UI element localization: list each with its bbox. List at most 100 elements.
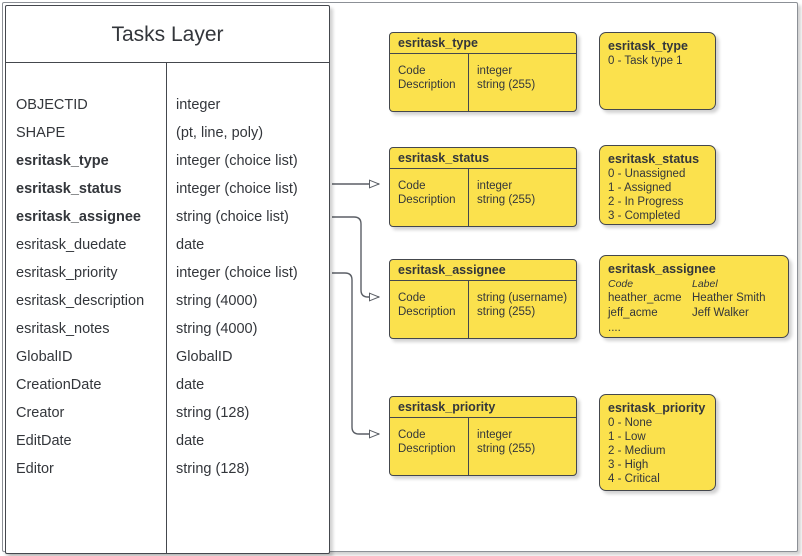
field-type: date: [176, 237, 205, 253]
column-divider: [468, 54, 469, 111]
field-type: integer: [176, 97, 221, 113]
table-row: GlobalID GlobalID: [6, 343, 329, 371]
field-name: OBJECTID: [16, 97, 88, 113]
domain-table-type-column: integer string (255): [468, 54, 535, 111]
field-name: esritask_description: [16, 293, 145, 309]
label-cell: Heather Smith: [692, 292, 766, 304]
code-cell: jeff_acme: [608, 307, 658, 319]
row-label: Code: [398, 65, 426, 77]
domain-values-esritask-type: esritask_type 0 - Task type 1: [599, 32, 716, 110]
field-name: esritask_notes: [16, 321, 110, 337]
domain-table-body: Code Description integer string (255): [390, 418, 576, 475]
page-title: Tasks Layer: [6, 6, 329, 63]
field-name: esritask_status: [16, 181, 122, 197]
domain-table-header: esritask_assignee: [390, 260, 576, 281]
field-name: SHAPE: [16, 125, 66, 141]
field-type: integer (choice list): [176, 153, 298, 169]
domain-table-type-column: integer string (255): [468, 418, 535, 475]
field-name: esritask_duedate: [16, 237, 127, 253]
table-row: esritask_notes string (4000): [6, 315, 329, 343]
row-label: Code: [398, 292, 426, 304]
domain-table-esritask-status: esritask_status Code Description integer…: [389, 147, 577, 227]
code-cell: ....: [608, 322, 621, 334]
domain-value-line: 1 - Assigned: [608, 182, 672, 194]
domain-values-header-row: Code Label: [608, 277, 780, 291]
field-type: string (4000): [176, 293, 258, 309]
domain-table-code-column: Code Description: [390, 418, 468, 475]
row-label: Description: [398, 306, 456, 318]
column-divider: [166, 63, 167, 553]
domain-values-title: esritask_status: [608, 152, 700, 166]
label-cell: Jeff Walker: [692, 307, 749, 319]
row-value: integer: [477, 180, 513, 192]
domain-value-line: 0 - None: [608, 417, 653, 429]
field-type: GlobalID: [176, 349, 233, 365]
domain-table-esritask-priority: esritask_priority Code Description integ…: [389, 396, 577, 476]
field-name: esritask_priority: [16, 265, 118, 281]
domain-table-body: Code Description integer string (255): [390, 169, 576, 226]
row-value: string (username): [477, 292, 568, 304]
domain-value-line: 2 - Medium: [608, 445, 666, 457]
domain-values-row: ....: [608, 321, 780, 336]
row-label: Code: [398, 180, 426, 192]
table-row: esritask_duedate date: [6, 231, 329, 259]
code-column-header: Code: [608, 278, 634, 290]
field-name: EditDate: [16, 433, 72, 449]
table-row: esritask_type integer (choice list): [6, 147, 329, 175]
row-label: Description: [398, 443, 456, 455]
code-cell: heather_acme: [608, 292, 682, 304]
column-divider: [468, 281, 469, 338]
table-row: esritask_priority integer (choice list): [6, 259, 329, 287]
domain-table-code-column: Code Description: [390, 169, 468, 226]
field-name: GlobalID: [16, 349, 73, 365]
table-row: esritask_status integer (choice list): [6, 175, 329, 203]
domain-table-esritask-assignee: esritask_assignee Code Description strin…: [389, 259, 577, 339]
domain-table-type-column: string (username) string (255): [468, 281, 567, 338]
row-value: integer: [477, 65, 513, 77]
field-type: integer (choice list): [176, 181, 298, 197]
field-type: integer (choice list): [176, 265, 298, 281]
field-type: string (128): [176, 405, 250, 421]
domain-value-line: 0 - Task type 1: [608, 55, 683, 67]
domain-table-code-column: Code Description: [390, 281, 468, 338]
domain-table-header: esritask_priority: [390, 397, 576, 418]
field-type: date: [176, 377, 205, 393]
table-row: CreationDate date: [6, 371, 329, 399]
label-column-header: Label: [692, 278, 718, 290]
domain-values-row: jeff_acme Jeff Walker: [608, 306, 780, 321]
domain-value-line: 1 - Low: [608, 431, 646, 443]
domain-values-esritask-assignee: esritask_assignee Code Label heather_acm…: [599, 255, 789, 338]
field-name: Editor: [16, 461, 54, 477]
column-divider: [468, 169, 469, 226]
domain-values-title: esritask_assignee: [608, 262, 716, 276]
field-type: string (128): [176, 461, 250, 477]
table-row: Editor string (128): [6, 455, 329, 483]
domain-value-line: 4 - Critical: [608, 473, 660, 485]
domain-table-esritask-type: esritask_type Code Description integer s…: [389, 32, 577, 112]
field-type: string (4000): [176, 321, 258, 337]
row-value: string (255): [477, 443, 536, 455]
field-name: esritask_type: [16, 153, 109, 169]
domain-table-type-column: integer string (255): [468, 169, 535, 226]
row-value: string (255): [477, 79, 536, 91]
domain-table-body: Code Description string (username) strin…: [390, 281, 576, 338]
field-type: string (choice list): [176, 209, 289, 225]
domain-table-code-column: Code Description: [390, 54, 468, 111]
domain-value-line: 3 - Completed: [608, 210, 681, 222]
field-name: CreationDate: [16, 377, 102, 393]
row-label: Code: [398, 429, 426, 441]
column-divider: [468, 418, 469, 475]
domain-value-line: 0 - Unassigned: [608, 168, 686, 180]
field-type: (pt, line, poly): [176, 125, 264, 141]
domain-values-title: esritask_type: [608, 39, 688, 53]
domain-table-header: esritask_status: [390, 148, 576, 169]
domain-values-row: heather_acme Heather Smith: [608, 291, 780, 306]
row-value: string (255): [477, 194, 536, 206]
domain-values-title: esritask_priority: [608, 401, 706, 415]
domain-values-esritask-priority: esritask_priority 0 - None 1 - Low 2 - M…: [599, 394, 716, 491]
